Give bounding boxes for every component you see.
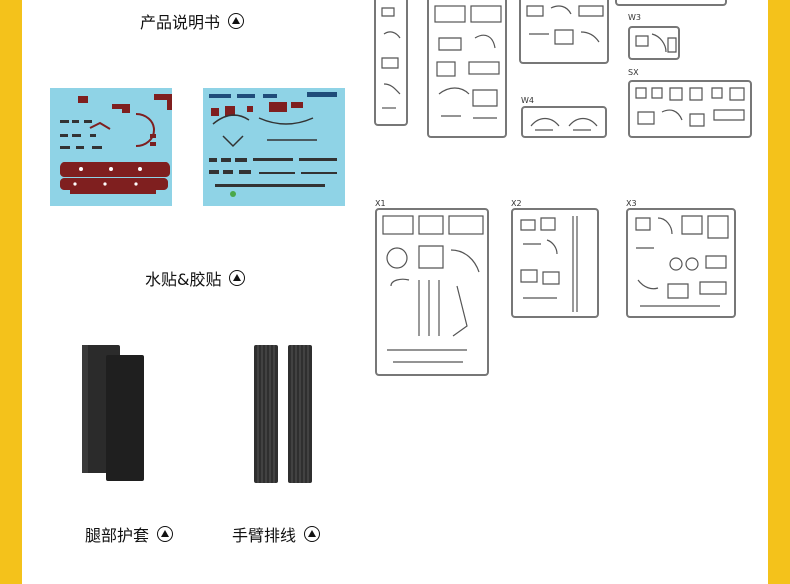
- sprue-partial-left: [374, 0, 408, 126]
- triangle-circle-icon: [228, 13, 245, 29]
- sprue-x3: [626, 208, 736, 318]
- sprue-partial-right: [519, 0, 609, 64]
- sprue-partial-top: [615, 0, 727, 6]
- sprue-x1: [375, 208, 489, 376]
- sprue-partial-center: [427, 0, 507, 138]
- sprue-sx: [628, 80, 752, 138]
- sprue-w3: [628, 26, 680, 60]
- sprue-tag-x3: X3: [626, 199, 637, 208]
- leg-covers-label-text: 腿部护套: [85, 526, 150, 545]
- arm-cables-image: [254, 345, 312, 483]
- decals-label-text: 水贴&胶贴: [145, 270, 222, 289]
- decal-sheet-blue: [203, 88, 345, 206]
- sprue-w4: [521, 106, 607, 138]
- triangle-circle-icon: [229, 270, 246, 286]
- sprue-tag-x2: X2: [511, 199, 522, 208]
- manual-label: 产品说明书: [140, 9, 245, 33]
- decal-sheet-red: [50, 88, 172, 206]
- sprue-x2: [511, 208, 599, 318]
- sprue-tag-w4: W4: [521, 96, 534, 105]
- right-yellow-border: [768, 0, 790, 584]
- leg-covers-image: [82, 345, 144, 481]
- sprue-tag-sx: SX: [628, 68, 639, 77]
- left-yellow-border: [0, 0, 22, 584]
- sprue-tag-x1: X1: [375, 199, 386, 208]
- arm-cables-label: 手臂排线: [232, 522, 321, 546]
- leg-covers-label: 腿部护套: [85, 522, 174, 546]
- triangle-circle-icon: [304, 526, 321, 542]
- manual-label-text: 产品说明书: [140, 13, 221, 32]
- sprue-tag-w3: W3: [628, 13, 641, 22]
- arm-cables-label-text: 手臂排线: [232, 526, 297, 545]
- triangle-circle-icon: [157, 526, 174, 542]
- decals-label: 水贴&胶贴: [145, 266, 246, 290]
